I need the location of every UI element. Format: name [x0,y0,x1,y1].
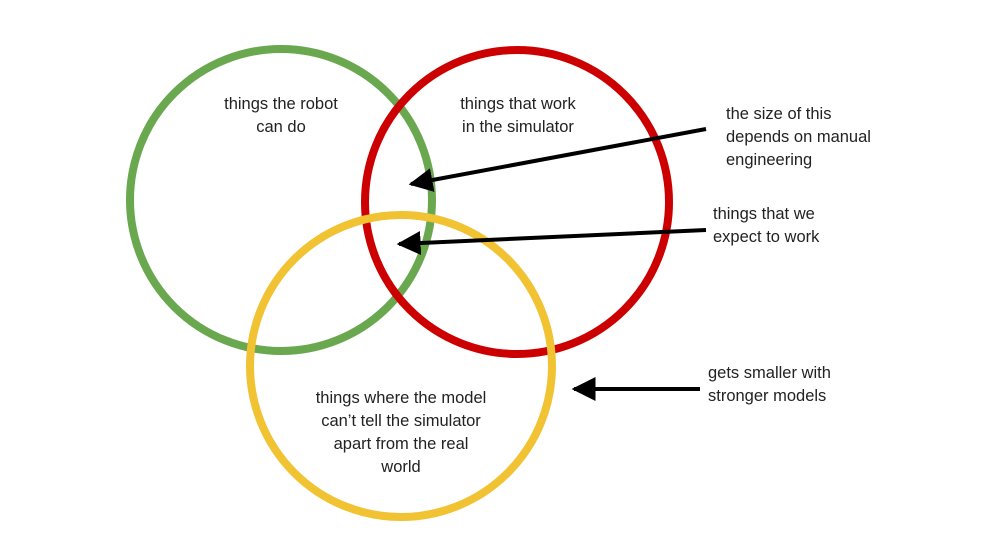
label-model: things where the model can’t tell the si… [315,389,487,476]
circle-model [246,211,556,521]
arrow-manual-engineering [408,127,707,192]
label-simulator: things that work in the simulator [460,95,576,136]
circle-robot [126,45,436,355]
annotation-stronger-models: gets smaller with stronger models [708,364,831,405]
annotation-expect-to-work: things that we expect to work [713,205,820,246]
circle-simulator [361,46,673,358]
label-robot: things the robot can do [224,95,338,136]
annotation-manual-engineering: the size of this depends on manual engin… [726,105,871,169]
arrow-expect-to-work [396,228,707,256]
